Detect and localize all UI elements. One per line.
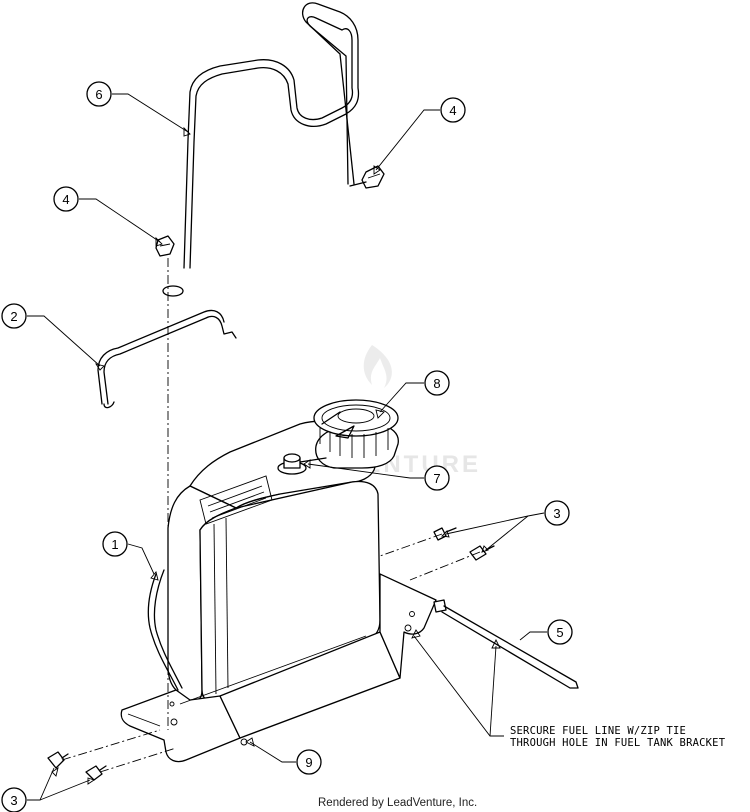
vent-fitting-part-7	[277, 453, 327, 475]
tank-bracket-part-9	[120, 573, 437, 763]
assembly-centerlines	[61, 258, 481, 773]
svg-text:9: 9	[305, 755, 312, 770]
callout-9: 9	[296, 749, 322, 775]
callout-6: 6	[86, 81, 112, 107]
fuel-cap-part-8	[313, 399, 399, 469]
callout-8: 8	[424, 370, 450, 396]
svg-text:3: 3	[10, 793, 17, 808]
note-line-2: THROUGH HOLE IN FUEL TANK BRACKET	[510, 737, 726, 749]
callout-5: 5	[547, 619, 573, 645]
footer-credit: Rendered by LeadVenture, Inc.	[318, 797, 477, 809]
bolt-part-3-b	[469, 545, 495, 561]
svg-text:1: 1	[111, 537, 118, 552]
svg-text:6: 6	[95, 87, 102, 102]
callout-4-left: 4	[53, 186, 79, 212]
callout-4-right: 4	[440, 97, 466, 123]
bolt-part-3-d	[85, 765, 107, 781]
callout-1: 1	[102, 531, 128, 557]
note-line-1: SERCURE FUEL LINE W/ZIP TIE	[510, 725, 686, 737]
zip-tie-part-5	[433, 599, 579, 689]
callout-3-upper: 3	[544, 500, 570, 526]
svg-text:4: 4	[449, 103, 456, 118]
callout-2: 2	[1, 303, 27, 329]
callout-7: 7	[424, 465, 450, 491]
fuel-hose-side	[147, 573, 179, 691]
svg-text:8: 8	[433, 376, 440, 391]
svg-text:3: 3	[553, 506, 560, 521]
svg-text:7: 7	[433, 471, 440, 486]
bolt-part-3-a	[433, 527, 457, 541]
wire-bracket-part-2	[97, 309, 237, 409]
fuel-tank-part-1	[167, 399, 399, 703]
svg-text:2: 2	[10, 309, 17, 324]
svg-text:4: 4	[62, 192, 69, 207]
callout-3-lower: 3	[1, 787, 27, 812]
callouts: 1 2 3 3 4 4 5 6	[1, 81, 573, 812]
svg-text:5: 5	[556, 625, 563, 640]
fuel-line-part-6	[162, 2, 360, 297]
assembly-note: SERCURE FUEL LINE W/ZIP TIE THROUGH HOLE…	[510, 725, 726, 749]
leader-lines	[27, 93, 547, 801]
hose-clamp-part-4-lower	[155, 235, 175, 257]
bolt-part-3-c	[47, 751, 69, 769]
